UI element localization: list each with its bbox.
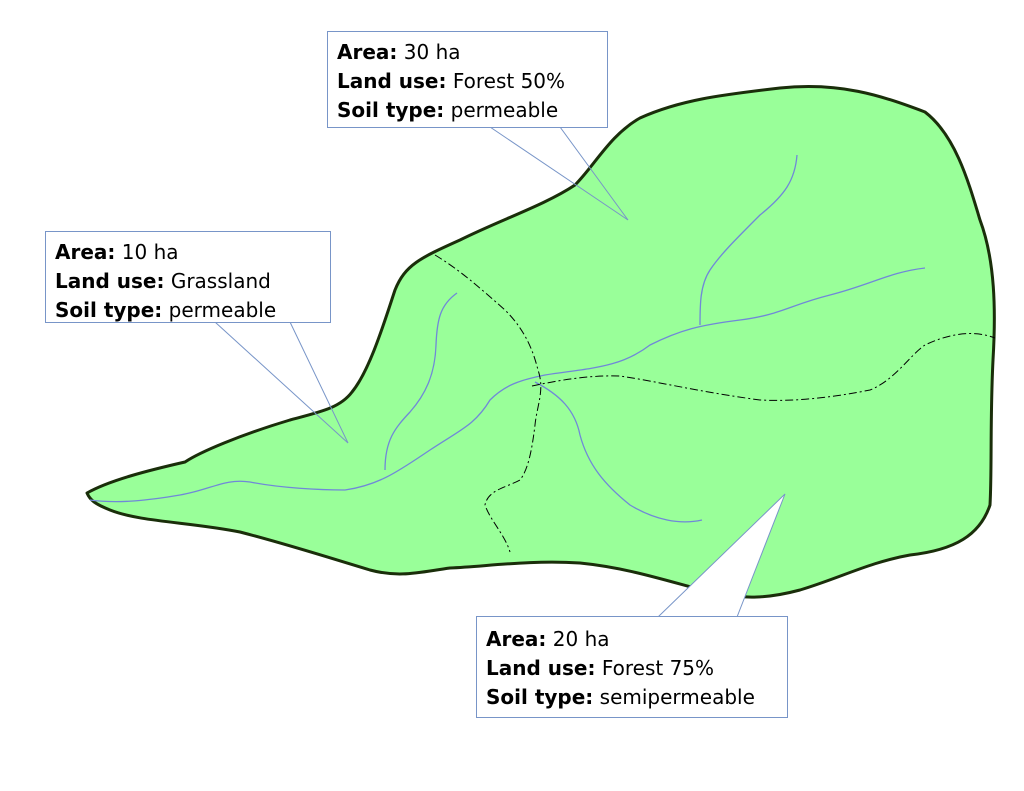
streams: [89, 154, 926, 523]
north-tributary: [699, 154, 798, 326]
soil-type-label: Soil type:: [337, 98, 445, 122]
soil-type-value: semipermeable: [599, 685, 755, 709]
callout-subcatchment-30ha: Area: 30 ha Land use: Forest 50% Soil ty…: [327, 31, 608, 128]
area-label: Area:: [55, 240, 116, 264]
south-tributary: [534, 381, 703, 523]
soil-type-value: permeable: [168, 298, 277, 322]
callout-subcatchment-20ha: Area: 20 ha Land use: Forest 75% Soil ty…: [476, 616, 788, 718]
divide-line: [434, 254, 542, 553]
area-label: Area:: [486, 627, 547, 651]
callout-tail-30ha: [489, 126, 629, 221]
land-use-label: Land use:: [337, 69, 447, 93]
land-use-value: Forest 75%: [601, 656, 715, 680]
soil-type-label: Soil type:: [486, 685, 594, 709]
land-use-value: Forest 50%: [452, 69, 566, 93]
area-value: 30 ha: [403, 40, 461, 64]
land-use-label: Land use:: [486, 656, 596, 680]
land-use-value: Grassland: [170, 269, 271, 293]
area-value: 10 ha: [121, 240, 179, 264]
callout-subcatchment-10ha: Area: 10 ha Land use: Grassland Soil typ…: [45, 231, 331, 323]
subcatchment-divides: [434, 254, 996, 553]
callout-tail-10ha: [214, 321, 349, 444]
area-label: Area:: [337, 40, 398, 64]
soil-type-label: Soil type:: [55, 298, 163, 322]
soil-type-value: permeable: [450, 98, 559, 122]
main-stream: [89, 267, 926, 503]
land-use-label: Land use:: [55, 269, 165, 293]
west-tributary: [384, 292, 458, 471]
catchment-area: [85, 85, 996, 599]
area-value: 20 ha: [552, 627, 610, 651]
divide-line: [531, 333, 996, 401]
